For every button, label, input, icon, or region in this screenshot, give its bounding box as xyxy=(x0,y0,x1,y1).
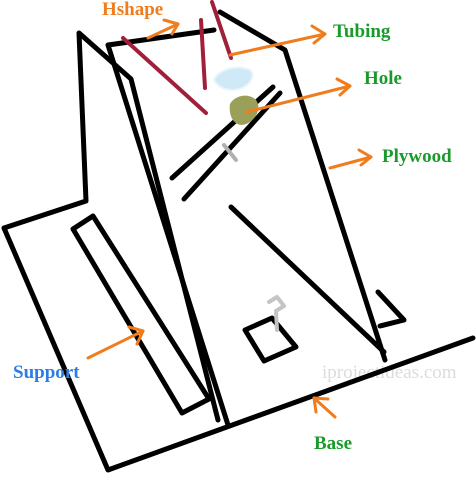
base-arrow xyxy=(312,396,337,419)
label-tubing: Tubing xyxy=(333,21,391,42)
label-base: Base xyxy=(314,433,352,454)
tubing-arrow xyxy=(228,24,327,57)
hole-shape xyxy=(229,95,259,125)
label-hshape: Hshape xyxy=(102,0,163,20)
label-plywood: Plywood xyxy=(382,146,452,167)
hole-arrow xyxy=(245,77,352,114)
label-support: Support xyxy=(13,362,80,383)
support-bar xyxy=(70,213,212,416)
slot-channel xyxy=(169,84,283,202)
bottom-holder xyxy=(242,315,299,364)
watermark-text: iprojectideas.com xyxy=(322,362,457,383)
hshape-arrow xyxy=(146,18,180,40)
slot-clip xyxy=(222,143,238,162)
bottom-clip xyxy=(267,295,286,332)
base-board xyxy=(1,30,476,473)
hshape-rods xyxy=(121,0,233,115)
plywood-panel xyxy=(105,9,407,428)
plywood-arrow xyxy=(328,148,373,170)
label-hole: Hole xyxy=(364,68,402,89)
support-arrow xyxy=(86,325,145,360)
tubing-shape xyxy=(212,66,254,91)
